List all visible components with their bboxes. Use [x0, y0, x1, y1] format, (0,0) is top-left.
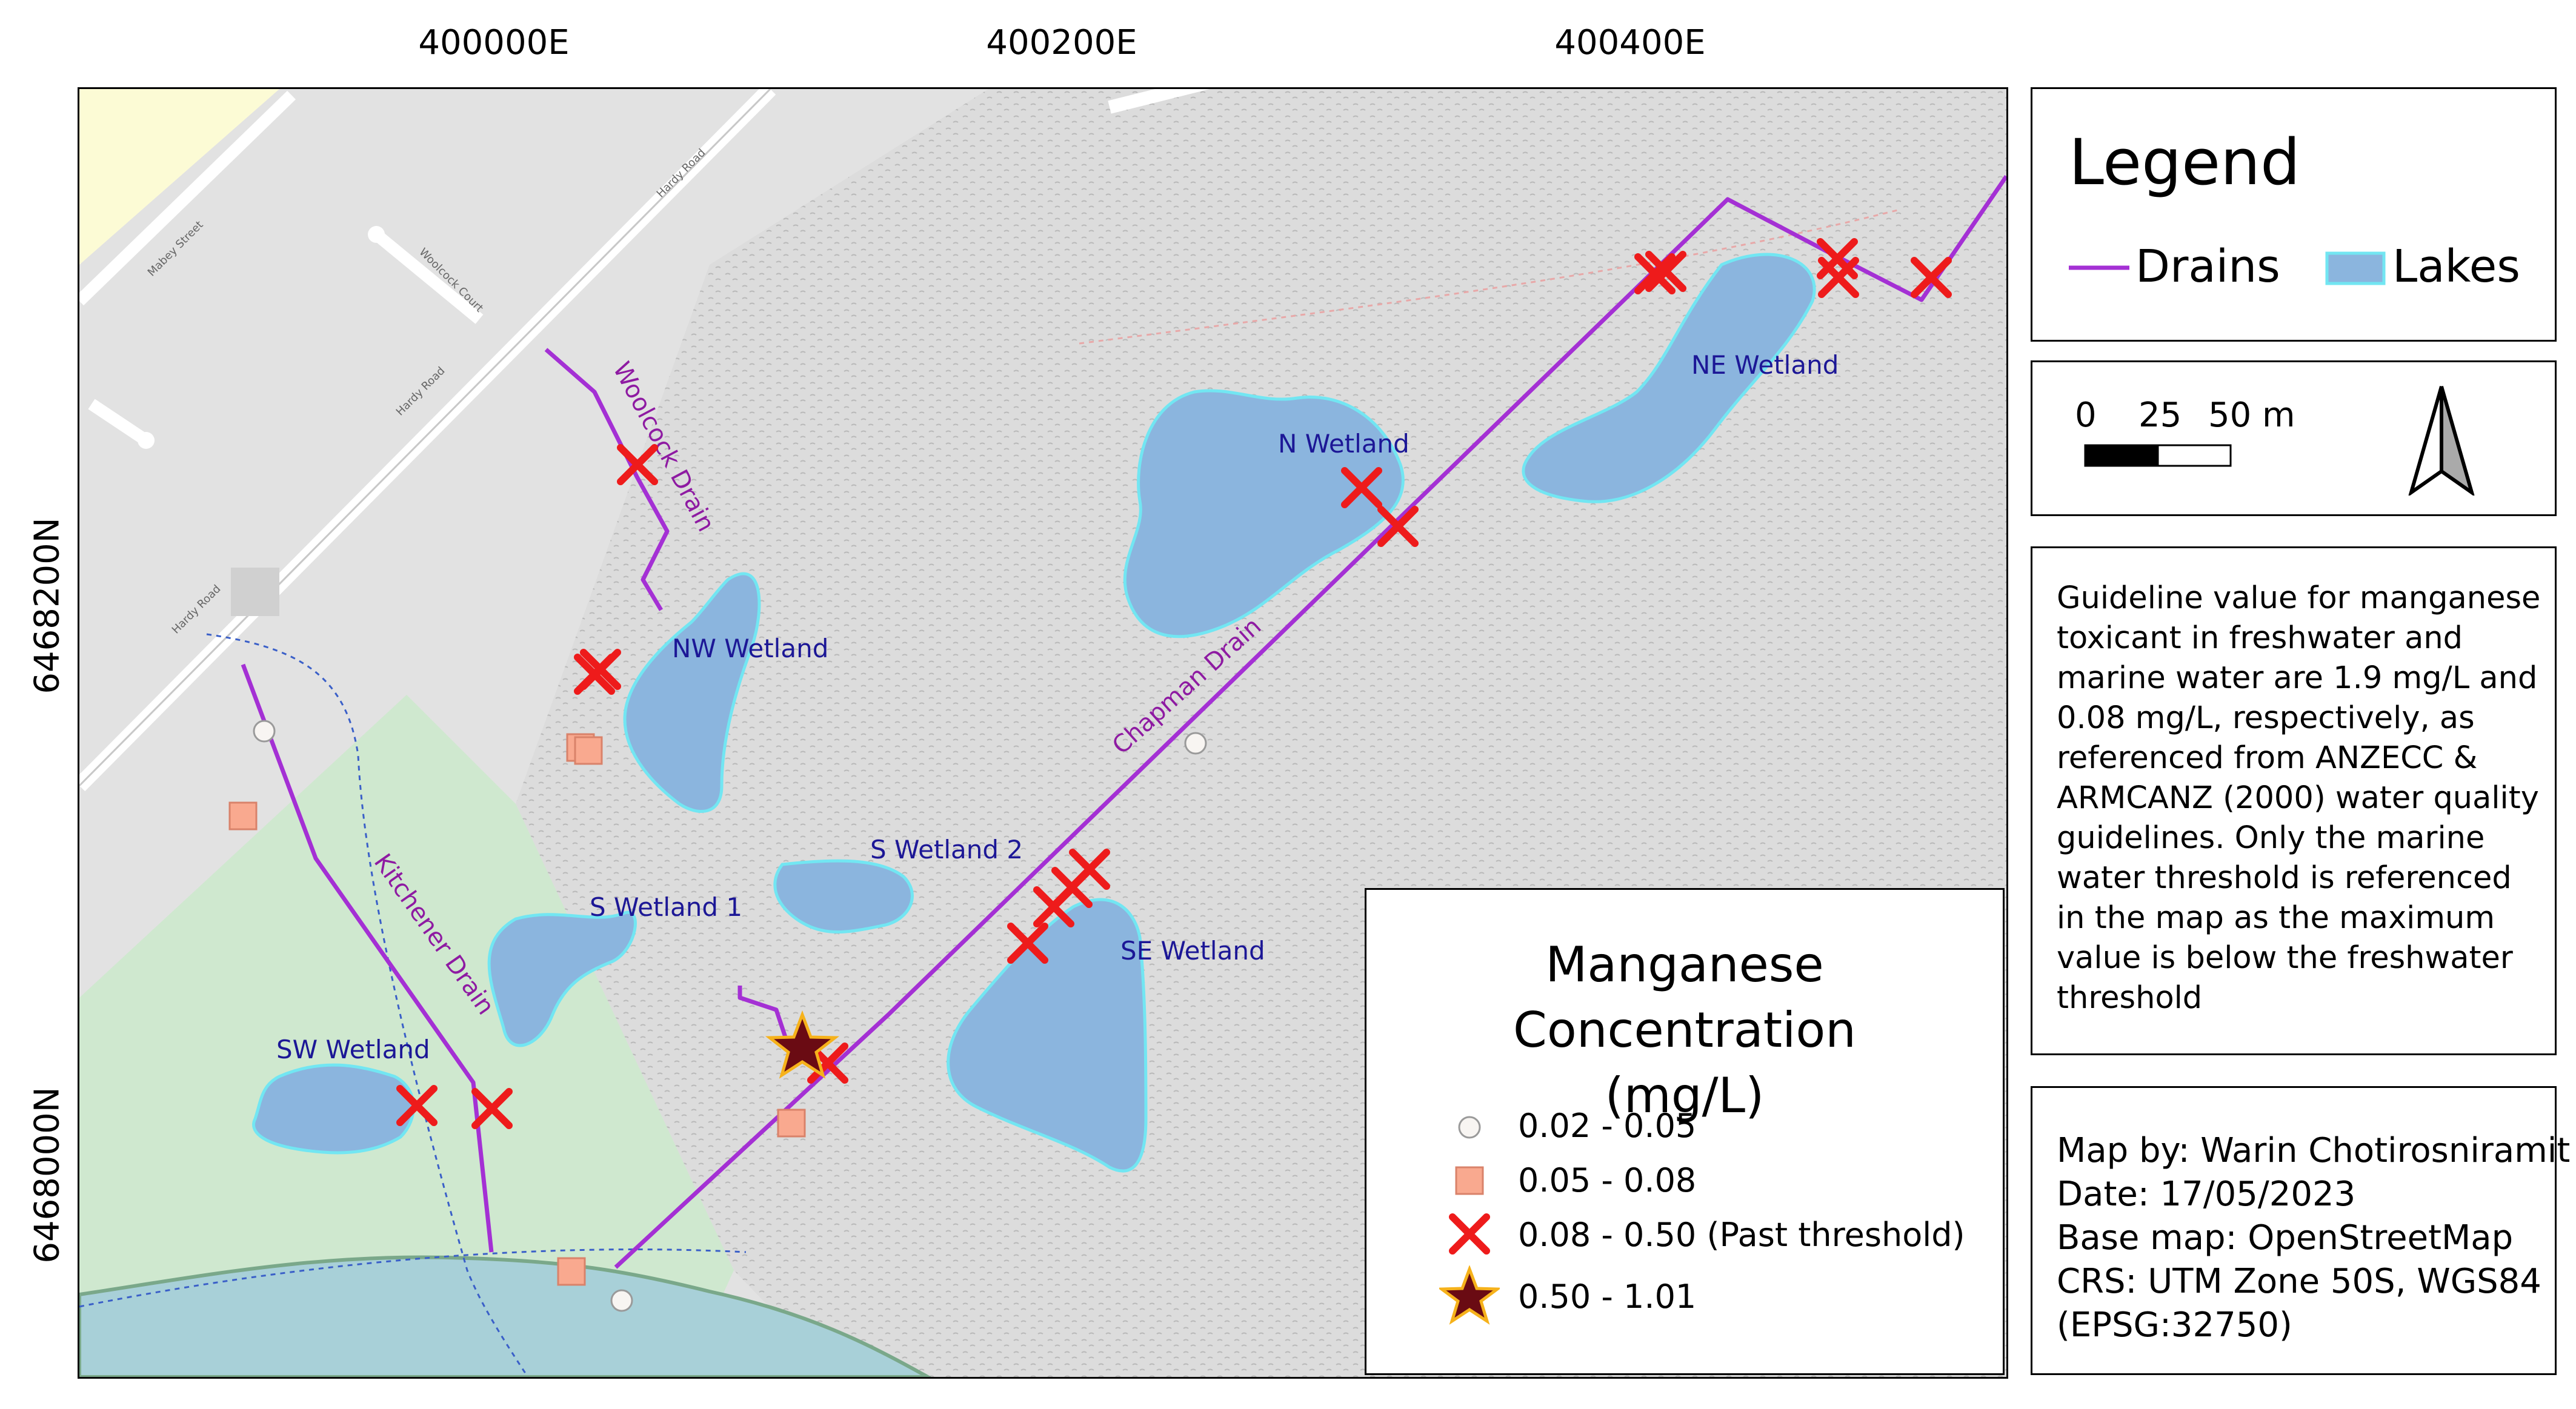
- s-wetland-1-shape: [487, 910, 637, 1047]
- marker-square[interactable]: [777, 1109, 806, 1138]
- road-mabey: [79, 90, 296, 306]
- credit-basemap: Base map: OpenStreetMap: [2057, 1218, 2514, 1258]
- label-n-wetland: N Wetland: [1278, 429, 1409, 459]
- drains-swatch: [2069, 265, 2129, 270]
- northing-label-6468000: 6468000N: [27, 1087, 67, 1264]
- nw-wetland-shape: [623, 572, 761, 813]
- s-wetland-2-shape: [773, 859, 914, 934]
- kitchener-drain-line: [241, 663, 494, 1253]
- footpath: [206, 633, 529, 1377]
- legend-class-2: 0.05 - 0.08: [1518, 1161, 1697, 1199]
- marker-cross[interactable]: [1377, 506, 1419, 547]
- guideline-panel: Guideline value for manganese toxicant i…: [2031, 546, 2557, 1055]
- cul-de-sac-2: [138, 432, 155, 449]
- concentration-title-line2: (mg/L): [1605, 1067, 1765, 1124]
- marker-square[interactable]: [228, 801, 258, 830]
- marker-cross[interactable]: [1818, 257, 1859, 298]
- scale-bar: [2084, 444, 2232, 467]
- legend-cross-symbol: [1449, 1213, 1490, 1255]
- credit-crs: CRS: UTM Zone 50S, WGS84: [2057, 1262, 2541, 1301]
- legend-star-symbol: [1439, 1265, 1500, 1325]
- marker-cross[interactable]: [617, 444, 658, 485]
- marker-cross[interactable]: [1007, 923, 1048, 964]
- label-s-wetland-1: S Wetland 1: [590, 892, 742, 922]
- cul-de-sac: [368, 226, 385, 243]
- north-arrow-icon: [2408, 386, 2475, 496]
- marker-cross[interactable]: [1341, 467, 1382, 508]
- markers-high: [396, 238, 1952, 1129]
- legend-class-4: 0.50 - 1.01: [1518, 1278, 1697, 1316]
- marker-cross[interactable]: [1645, 251, 1686, 292]
- sw-wetland-shape: [252, 1063, 415, 1155]
- n-wetland-shape: [1123, 389, 1405, 638]
- scale-label-0: 0: [2075, 396, 2097, 435]
- marker-cross[interactable]: [1033, 886, 1074, 927]
- legend-circle-symbol: [1458, 1116, 1481, 1139]
- marker-square[interactable]: [557, 1257, 586, 1286]
- ne-wetland-shape: [1522, 253, 1816, 503]
- marker-cross[interactable]: [1911, 257, 1952, 298]
- marker-circle[interactable]: [1184, 732, 1207, 755]
- legend-lakes-label: Lakes: [2392, 240, 2520, 293]
- wetlands-group: [252, 253, 1816, 1173]
- credit-epsg: (EPSG:32750): [2057, 1305, 2292, 1345]
- concentration-legend-panel: Manganese Concentration (mg/L) 0.02 - 0.…: [1365, 888, 2005, 1375]
- road-woolcock-court: [372, 230, 484, 324]
- marker-square[interactable]: [574, 736, 603, 765]
- credit-date: Date: 17/05/2023: [2057, 1175, 2356, 1214]
- markers-medium: [228, 733, 806, 1286]
- marker-cross[interactable]: [396, 1085, 438, 1126]
- credits-block: Map by: Warin Chotirosniramit Date: 17/0…: [2057, 1129, 2570, 1347]
- marker-circle[interactable]: [253, 720, 276, 743]
- se-wetland-shape: [947, 898, 1148, 1173]
- scale-label-50: 50 m: [2208, 396, 2295, 435]
- label-s-wetland-2: S Wetland 2: [870, 835, 1023, 864]
- wetland-labels: NE Wetland N Wetland NW Wetland S Wetlan…: [276, 350, 1839, 1064]
- coastal-path: [79, 1248, 747, 1308]
- legend-panel: Legend Drains Lakes: [2031, 87, 2557, 342]
- legend-title: Legend: [2069, 125, 2301, 199]
- label-se-wetland: SE Wetland: [1120, 936, 1265, 966]
- road-minor: [88, 399, 150, 446]
- residential-area: [79, 89, 279, 265]
- easting-label-400400: 400400E: [1554, 23, 1706, 62]
- legend-class-3: 0.08 - 0.50 (Past threshold): [1518, 1216, 1965, 1254]
- marker-cross[interactable]: [471, 1088, 513, 1129]
- small-drain-line: [737, 986, 791, 1047]
- marker-star[interactable]: [765, 1010, 840, 1079]
- label-nw-wetland: NW Wetland: [672, 634, 828, 663]
- label-ne-wetland: NE Wetland: [1691, 350, 1839, 380]
- northing-label-6468200: 6468200N: [27, 517, 67, 694]
- lakes-swatch: [2325, 251, 2386, 285]
- parking-area: [231, 568, 279, 616]
- concentration-legend-title: Manganese Concentration (mg/L): [1366, 932, 2003, 1129]
- road-hardy-edge: [79, 89, 771, 787]
- legend-drains-label: Drains: [2135, 240, 2280, 293]
- legend-class-1: 0.02 - 0.05: [1518, 1107, 1697, 1145]
- easting-label-400000: 400000E: [418, 23, 570, 62]
- woolcock-drain-line: [544, 348, 670, 611]
- markers-low: [253, 720, 1207, 1312]
- scale-label-25: 25: [2138, 396, 2182, 435]
- credits-panel: Map by: Warin Chotirosniramit Date: 17/0…: [2031, 1086, 2570, 1375]
- road-top: [1108, 89, 1210, 114]
- concentration-title-line1: Manganese Concentration: [1513, 937, 1856, 1058]
- marker-cross[interactable]: [1634, 253, 1676, 294]
- guideline-text: Guideline value for manganese toxicant i…: [2057, 580, 2541, 1016]
- easting-label-400200: 400200E: [986, 23, 1137, 62]
- track-path: [1079, 209, 1898, 345]
- park-area: [79, 695, 734, 1377]
- legend-square-symbol: [1455, 1166, 1484, 1195]
- marker-circle[interactable]: [610, 1289, 633, 1312]
- marker-cross[interactable]: [580, 649, 621, 690]
- credit-author: Map by: Warin Chotirosniramit: [2057, 1131, 2571, 1170]
- label-sw-wetland: SW Wetland: [276, 1035, 430, 1064]
- scale-north-panel: 0 25 50 m: [2031, 360, 2557, 516]
